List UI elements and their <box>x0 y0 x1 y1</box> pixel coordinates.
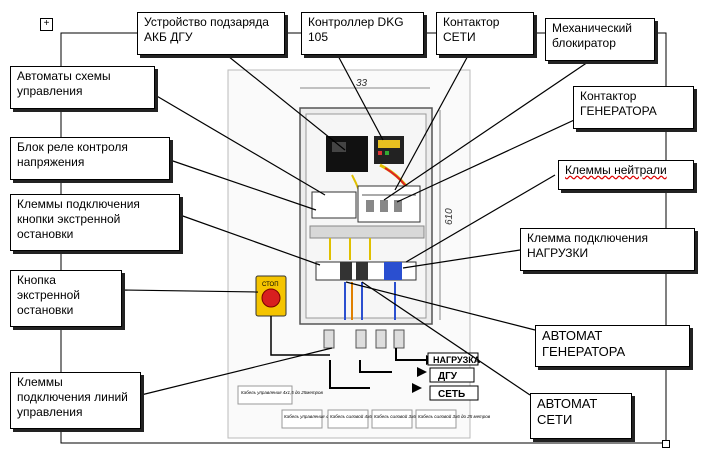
callout-mech-interlock: Механический блокиратор <box>545 18 655 61</box>
dimension-width-label: 33 <box>356 78 368 89</box>
charger-display <box>332 142 346 152</box>
callout-contactor-mains: Контактор СЕТИ <box>436 12 534 55</box>
callout-load-terminal: Клемма подключения НАГРУЗКИ <box>520 228 695 271</box>
charger-device <box>326 136 368 172</box>
cable-tag-1-text: Кабель управления 4х1,5 до 25метров <box>241 390 324 395</box>
callout-estop-terminals: Клеммы подключения кнопки экстренной ост… <box>10 194 180 251</box>
power-wires-blue <box>344 282 396 320</box>
callout-estop-button: Кнопка экстренной остановки <box>10 270 122 327</box>
dgu-feed-line <box>359 360 392 373</box>
cable-tag-2-text: Кабель управления 4х1,5 до 25 метров <box>284 414 368 419</box>
cable-tag-3-text: Кабель силовой 4х6 до 25 метров <box>330 413 403 419</box>
callout-contactor-gen: Контактор ГЕНЕРАТОРА <box>573 86 694 129</box>
move-anchor-icon[interactable]: + <box>40 18 53 31</box>
cable-duct <box>309 225 425 239</box>
contactor-mains <box>366 200 374 212</box>
gen-breaker-handle <box>340 262 352 280</box>
estop-cable <box>270 316 330 356</box>
cable-gland <box>375 329 387 349</box>
output-dgu: ДГУ <box>438 371 458 382</box>
estop-button <box>261 288 281 308</box>
control-breakers-row <box>311 191 357 219</box>
callout-neutral-terminals: Клеммы нейтрали <box>558 160 694 190</box>
controller-screen <box>378 140 400 148</box>
load-feed-line <box>395 348 426 361</box>
output-dgu-box <box>429 367 475 383</box>
callout-controller: Контроллер DKG 105 <box>301 12 424 55</box>
controller-led <box>385 151 389 155</box>
wire-drops <box>329 238 371 260</box>
output-load: НАГРУЗКА <box>433 355 481 365</box>
callout-neutral-text: Клеммы нейтрали <box>565 163 667 177</box>
callout-control-breakers: Автоматы схемы управления <box>10 66 155 109</box>
callout-charger: Устройство подзаряда АКБ ДГУ <box>137 12 285 55</box>
output-mains: СЕТЬ <box>438 389 465 400</box>
resize-handle[interactable] <box>662 440 670 448</box>
mains-feed-line <box>329 360 370 389</box>
dimension-height-label: 610 <box>444 208 455 225</box>
mains-breaker-handle <box>356 262 368 280</box>
output-load-box <box>427 352 479 366</box>
cable-gland <box>323 329 335 349</box>
cable-gland <box>393 329 405 349</box>
leader-lines <box>121 47 589 396</box>
cable-tag-4-text: Кабель силовой 3х6 до 25 метров <box>374 413 447 419</box>
cable-tag-4 <box>371 409 413 429</box>
cable-tag-3 <box>327 409 369 429</box>
callout-control-terminals: Клеммы подключения линий управления <box>10 372 141 429</box>
callout-gen-breaker: АВТОМАТ ГЕНЕРАТОРА <box>535 325 690 367</box>
arrow-dgu <box>417 367 427 377</box>
mech-interlock <box>380 200 388 212</box>
arrow-mains <box>412 383 422 393</box>
load-terminal-block <box>384 262 402 280</box>
callout-mains-breaker: АВТОМАТ СЕТИ <box>530 393 632 439</box>
controller-led <box>378 151 382 155</box>
cable-tag-2 <box>281 409 323 429</box>
cable-gland <box>355 329 367 349</box>
cable-tag-5-text: Кабель силовой 3х6 до 25 метров <box>418 413 491 419</box>
contactor-gen <box>394 200 402 212</box>
cable-tag-1 <box>237 385 293 405</box>
callout-relay-block: Блок реле контроля напряжения <box>10 137 170 180</box>
output-mains-box <box>429 385 479 401</box>
estop-label: СТОП <box>262 282 279 288</box>
cable-tag-5 <box>415 409 457 429</box>
